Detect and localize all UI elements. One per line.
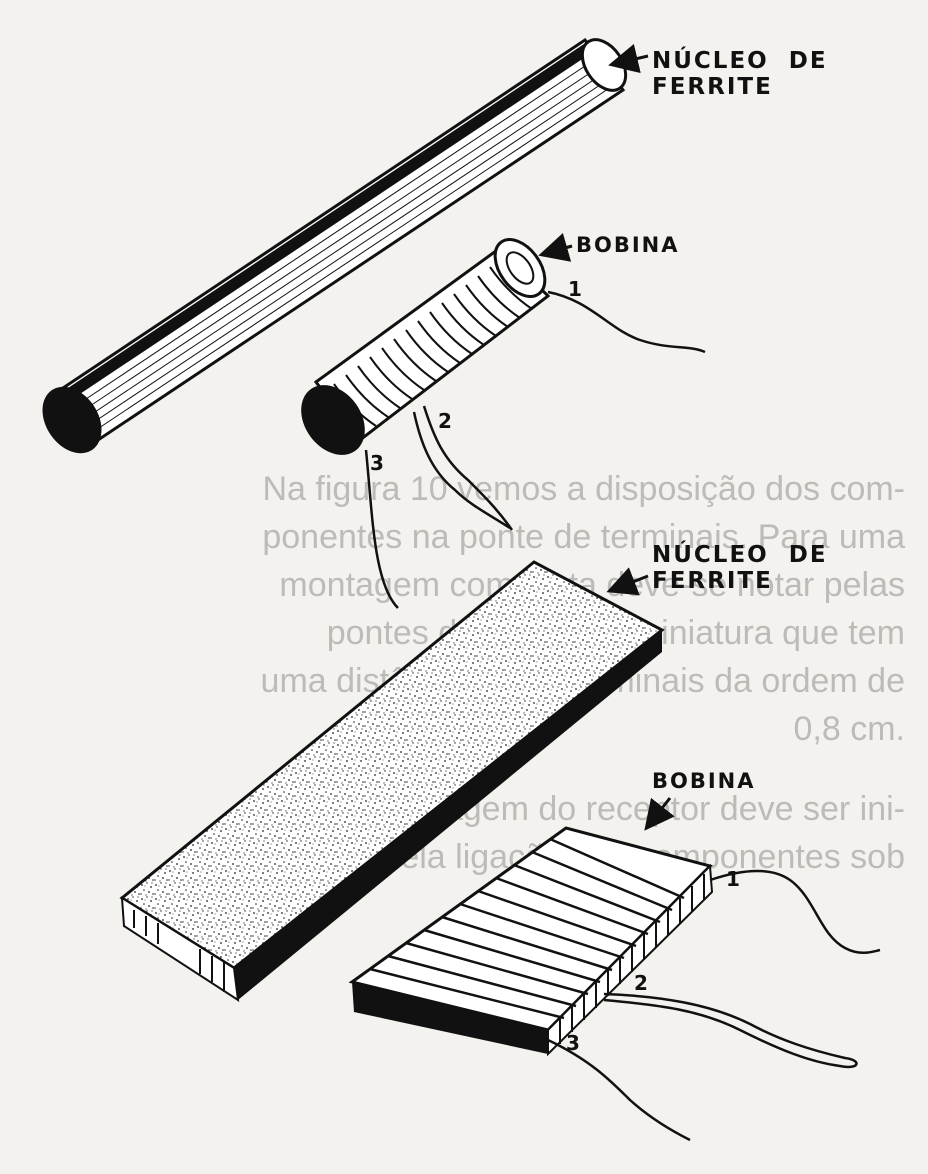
slab-terminal-2: 2 [634, 971, 650, 995]
slab-core-label-line1: NÚCLEO DE [652, 540, 828, 568]
bleed-line-2: ponentes na ponte de terminais. Para uma [262, 518, 905, 556]
slab-coil-label-text: BOBINA [652, 769, 756, 793]
ferrite-slab [119, 560, 665, 1003]
slab-terminal-3: 3 [566, 1031, 582, 1055]
slab-core-label-line2: FERRITE [652, 568, 773, 594]
bleed-line-6: 0,8 cm. [794, 710, 905, 748]
rod-coil-label-text: BOBINA [576, 233, 680, 257]
rod-terminal-2: 2 [438, 409, 454, 433]
rod-terminal-1: 1 [568, 277, 584, 301]
slab-core-label: NÚCLEO DE FERRITE [606, 540, 828, 596]
rod-coil-label: BOBINA [538, 232, 680, 262]
rod-coil [301, 238, 706, 609]
bleed-line-1: Na figura 10 vemos a disposição dos com- [262, 470, 905, 508]
ferrite-rod [42, 37, 628, 454]
flat-coil [348, 826, 881, 1142]
slab-terminal-1: 1 [726, 867, 742, 891]
rod-core-label: NÚCLEO DE FERRITE [608, 43, 828, 100]
slab-coil-label: BOBINA [644, 769, 756, 831]
rod-core-label-line1: NÚCLEO DE [652, 46, 828, 74]
rod-core-label-line2: FERRITE [652, 74, 773, 100]
rod-terminal-3: 3 [370, 451, 386, 475]
